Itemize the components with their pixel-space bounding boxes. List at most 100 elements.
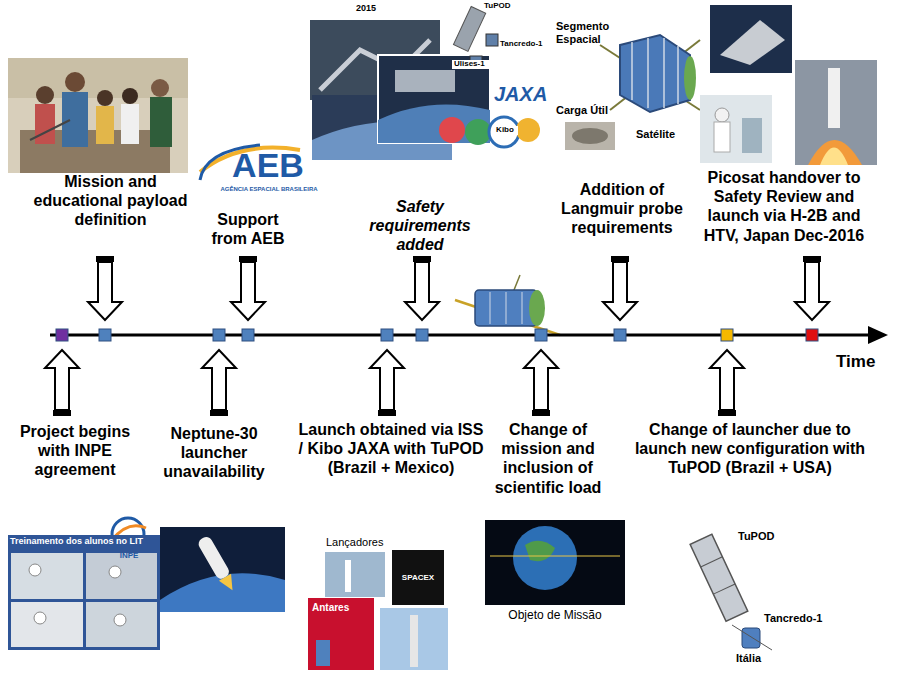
- iss-collage: [486, 34, 498, 46]
- training-photos: [114, 614, 126, 626]
- launchers-collage: [308, 550, 448, 670]
- image-label: Treinamento dos alunos no LIT: [10, 537, 158, 547]
- tupod-drawing: [690, 534, 748, 621]
- satellite-drawing: [600, 35, 700, 112]
- event-caption: Safety requirements added: [360, 197, 480, 255]
- logo-text: JAXA: [494, 84, 554, 104]
- launch-photos: [808, 140, 862, 165]
- earth-image: [513, 526, 577, 590]
- arrow-cap: [53, 410, 736, 416]
- payload-photo: [565, 122, 615, 150]
- rocket-image: [196, 535, 231, 581]
- logo-text: AEB: [214, 148, 322, 182]
- launch-photos: [742, 118, 762, 153]
- training-photos: [8, 535, 160, 650]
- image-label: Antares: [312, 602, 370, 613]
- rocket-image: [196, 535, 238, 594]
- image-label: Carga Útil: [556, 104, 626, 117]
- satellite-drawing: [631, 42, 633, 100]
- satellite-drawing: [677, 46, 679, 104]
- training-photos: [11, 553, 83, 599]
- training-photos: [8, 535, 160, 650]
- satellite-drawing: [529, 290, 545, 326]
- satellite-drawing: [620, 35, 690, 112]
- timeline-marker: [99, 329, 111, 341]
- image-label: Ulises-1: [452, 60, 497, 69]
- students-photo: [8, 58, 188, 98]
- students-photo: [8, 58, 188, 173]
- image-label: Tancredo-1: [764, 612, 844, 625]
- students-photo: [65, 72, 85, 92]
- event-arrow: [524, 350, 558, 410]
- tupod-drawing: [701, 557, 723, 567]
- timeline-marker: [535, 329, 547, 341]
- event-caption: Project begins with INPE agreement: [4, 422, 146, 480]
- image-label: Tancredo-1: [500, 40, 555, 49]
- event-caption: Picosat handover to Safety Review and la…: [688, 168, 880, 245]
- launchers-collage: [316, 640, 330, 666]
- students-photo: [30, 120, 70, 140]
- iss-collage: [516, 118, 540, 142]
- tupod-drawing: [690, 534, 772, 650]
- timeline-marker: [381, 329, 393, 341]
- satellite-drawing: [475, 290, 537, 326]
- event-arrow: [405, 262, 439, 320]
- students-photo: [96, 106, 114, 144]
- tupod-drawing: [742, 628, 760, 648]
- training-photos: [86, 553, 157, 599]
- students-photo: [35, 104, 55, 144]
- arrow-cap: [378, 410, 396, 416]
- iss-collage: [453, 6, 485, 51]
- time-axis: [50, 334, 872, 337]
- launchers-collage: [392, 550, 444, 605]
- event-arrow: [88, 262, 829, 320]
- training-photos: [109, 566, 121, 578]
- training-photos: [11, 602, 83, 647]
- timeline-marker: [242, 329, 254, 341]
- event-arrow: [795, 262, 829, 320]
- launchers-collage: [308, 598, 374, 670]
- rocket-image: [160, 573, 285, 612]
- event-arrow: [710, 350, 744, 410]
- payload-photo: [565, 122, 615, 150]
- image-label: 2015: [356, 4, 386, 14]
- image-label: TuPOD: [738, 530, 798, 543]
- event-arrow: [603, 262, 637, 320]
- students-photo: [151, 79, 169, 97]
- rocket-image: [160, 527, 285, 612]
- rocket-image: [160, 527, 285, 612]
- event-caption: Launch obtained via ISS / Kibo JAXA with…: [298, 420, 484, 478]
- satellite-drawing: [647, 38, 649, 108]
- iss-collage: [439, 117, 465, 143]
- launch-photos: [700, 95, 772, 163]
- students-photo: [36, 86, 54, 104]
- iss-collage: [395, 70, 455, 92]
- launchers-collage: [380, 608, 448, 670]
- event-caption: Support from AEB: [198, 210, 298, 248]
- satellite-drawing: [490, 292, 491, 324]
- students-photo: [97, 90, 113, 106]
- students-photo: [62, 92, 88, 147]
- satellite-drawing: [455, 275, 560, 335]
- iss-collage: [453, 6, 485, 51]
- image-label: Segmento Espacial: [556, 20, 618, 46]
- launch-photos: [795, 60, 877, 165]
- time-axis: [868, 326, 888, 344]
- iss-collage: [489, 117, 519, 147]
- students-photo: [122, 88, 138, 104]
- axis-label: Time: [836, 352, 886, 372]
- training-photos: [29, 564, 41, 576]
- students-photo: [8, 58, 188, 173]
- launch-photos: [715, 108, 729, 122]
- event-arrow: [202, 350, 236, 410]
- logo-subtitle: AGÊNCIA ESPACIAL BRASILEIRA: [210, 186, 328, 193]
- arrow-cap: [718, 410, 736, 416]
- launchers-collage: [325, 552, 385, 597]
- image-label: SPACEX: [394, 574, 442, 583]
- image-label: Lançadores: [326, 536, 401, 549]
- image-label: Itália: [736, 652, 796, 665]
- earth-image: [490, 556, 620, 557]
- launch-photos: [820, 148, 848, 166]
- image-label: Kibo: [492, 126, 518, 135]
